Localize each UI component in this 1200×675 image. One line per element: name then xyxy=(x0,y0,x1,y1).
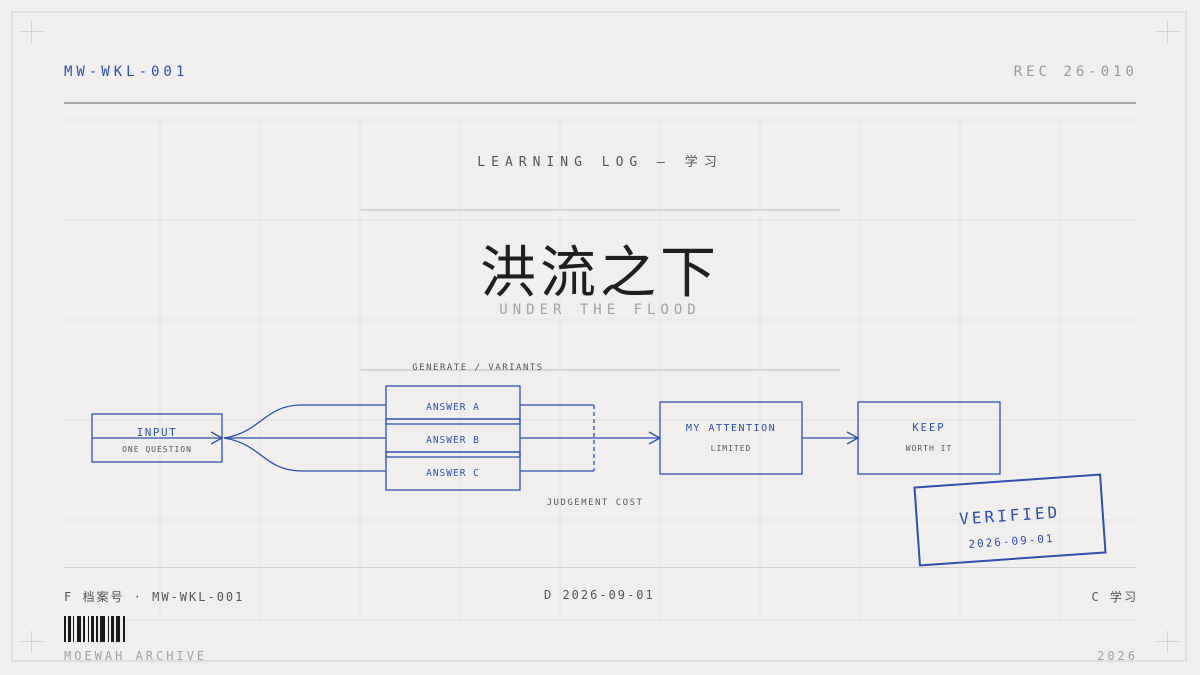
attention-sub: LIMITED xyxy=(711,444,752,453)
crosshair-icon xyxy=(21,631,43,653)
branch-bottom xyxy=(223,437,386,472)
attention-box xyxy=(659,401,803,475)
footer-divider xyxy=(64,567,1136,568)
input-label: INPUT xyxy=(137,426,178,439)
kicker: LEARNING LOG — 学习 xyxy=(477,155,723,170)
attention-label: MY ATTENTION xyxy=(686,423,776,434)
keep-label: KEEP xyxy=(912,422,945,434)
footer-category: C 学习 xyxy=(1091,590,1138,604)
answer-c-label: ANSWER C xyxy=(426,468,480,479)
stamp-date: 2026-09-01 xyxy=(968,532,1055,551)
keep-box xyxy=(857,401,1001,475)
answer-a-label: ANSWER A xyxy=(426,402,480,413)
crosshair-icon xyxy=(1157,21,1179,43)
keep-sub: WORTH IT xyxy=(906,444,953,453)
crosshair-icon xyxy=(21,21,43,43)
answer-b-label: ANSWER B xyxy=(426,435,480,446)
archive-name: MOEWAH ARCHIVE xyxy=(64,649,208,663)
record-id: REC 26-010 xyxy=(1013,64,1138,80)
branch-top xyxy=(223,404,386,439)
page-subtitle: UNDER THE FLOOD xyxy=(499,302,701,318)
stamp-label: VERIFIED xyxy=(959,503,1061,529)
footer-file: F 档案号 · MW-WKL-001 xyxy=(64,590,245,604)
archive-year: 2026 xyxy=(1097,649,1138,663)
generate-label: GENERATE / VARIANTS xyxy=(412,363,543,373)
barcode xyxy=(64,616,125,642)
judgement-label: JUDGEMENT COST xyxy=(547,498,644,508)
footer-date: D 2026-09-01 xyxy=(544,588,655,602)
crosshair-icon xyxy=(1157,631,1179,653)
page-frame xyxy=(11,11,1187,662)
arrow-head-input xyxy=(210,431,224,445)
document-id: MW-WKL-001 xyxy=(64,64,189,80)
page-title: 洪流之下 xyxy=(480,241,720,306)
input-sub: ONE QUESTION xyxy=(122,445,192,454)
header-divider xyxy=(64,102,1136,104)
